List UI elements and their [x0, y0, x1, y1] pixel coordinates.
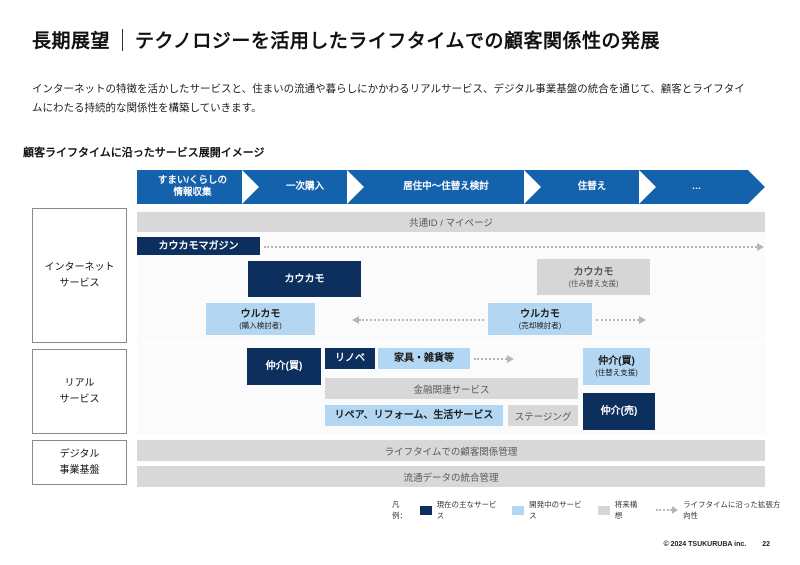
legend-item-current: 現在の主なサービス — [419, 499, 499, 521]
legend: 凡例： 現在の主なサービス 開発中のサービス 将来構想 ライフタイムに沿った拡張… — [392, 499, 800, 521]
phase-label-4: … — [691, 181, 702, 193]
arrow-tip-right — [672, 506, 679, 514]
legend-arrow-icon — [656, 506, 679, 514]
bar-lifetime-crm: ライフタイムでの顧客関係管理 — [137, 440, 765, 461]
legend-item-developing: 開発中のサービス — [512, 499, 584, 521]
box-urukamo-buyer[interactable]: ウルカモ (購入検討者) — [206, 303, 315, 335]
lead-paragraph: インターネットの特徴を活かしたサービスと、住まいの流通や暮らしにかかわるリアルサ… — [32, 83, 745, 115]
phase-label-3: 住替え — [577, 181, 607, 193]
phase-label-1: 一次購入 — [285, 181, 324, 193]
row-label-real: リアル サービス — [32, 349, 127, 434]
box-furniture[interactable]: 家具・雑貨等 — [378, 348, 470, 369]
arrow-tip-right — [507, 354, 514, 363]
legend-text-expansion: ライフタイムに沿った拡張方向性 — [683, 500, 781, 520]
box-staging[interactable]: ステージング — [508, 405, 578, 426]
page-title-right: テクノロジーを活用したライフタイムでの顧客関係性の発展 — [135, 31, 660, 52]
arrow-tip-right — [757, 242, 764, 251]
row-label-real-line2: サービス — [59, 393, 100, 405]
legend-item-expansion: ライフタイムに沿った拡張方向性 — [656, 499, 786, 521]
page-title-left: 長期展望 — [32, 31, 111, 52]
legend-swatch-gray — [597, 505, 610, 515]
box-kaukamo-magazine-label: カウカモマガジン — [158, 240, 239, 252]
box-chukai-buy[interactable]: 仲介(買) — [247, 348, 321, 385]
row-label-internet-line1: インターネット — [44, 262, 115, 273]
legend-text-developing: 開発中のサービス — [529, 500, 582, 520]
box-kaukamo-move-support[interactable]: カウカモ (住み替え支援) — [537, 259, 650, 295]
title-divider — [122, 28, 124, 51]
box-furniture-label: 家具・雑貨等 — [394, 353, 454, 364]
box-chukai-buy-move-support-label: 仲介(買) — [598, 356, 635, 368]
phase-label-2: 居住中〜住替え検討 — [403, 181, 489, 193]
box-chukai-sell[interactable]: 仲介(売) — [583, 393, 655, 430]
box-chukai-sell-label: 仲介(売) — [600, 406, 638, 417]
row-label-real-line1: リアル — [64, 378, 95, 389]
box-urukamo-seller-sub: (売却検討者) — [518, 320, 562, 330]
bar-finance-services: 金融関連サービス — [325, 378, 578, 399]
box-kaukamo[interactable]: カウカモ — [248, 261, 361, 297]
arrow-line — [596, 318, 639, 321]
legend-text-future: 将来構想 — [614, 500, 638, 520]
phase-label-0-line2: 情報収集 — [173, 187, 212, 198]
box-chukai-buy-move-support-sub: (住替え支援) — [595, 368, 638, 378]
arrow-line — [656, 509, 673, 511]
phase-notch-0 — [242, 170, 259, 204]
phase-notch-1 — [347, 170, 364, 204]
common-id-bar: 共通ID / マイページ — [137, 212, 765, 232]
phase-bar: すまい/くらしの 情報収集 一次購入 居住中〜住替え検討 住替え … — [137, 170, 765, 204]
arrow-tip-left — [352, 315, 359, 324]
box-chukai-buy-label: 仲介(買) — [265, 361, 303, 372]
box-kaukamo-move-support-label: カウカモ — [573, 266, 614, 278]
row-label-digital-line2: 事業基盤 — [59, 464, 100, 476]
section-label: 顧客ライフタイムに沿ったサービス展開イメージ — [23, 147, 265, 159]
box-renove-label: リノベ — [335, 353, 365, 364]
arrow-urukamo-left — [352, 315, 484, 324]
row-label-internet: インターネット サービス — [32, 208, 127, 343]
bar-repair-reform-life[interactable]: リペア、リフォーム、生活サービス — [325, 405, 503, 426]
legend-swatch-navy — [419, 505, 432, 515]
box-chukai-buy-move-support[interactable]: 仲介(買) (住替え支援) — [583, 348, 650, 385]
box-kaukamo-magazine[interactable]: カウカモマガジン — [137, 237, 260, 255]
box-urukamo-buyer-sub: (購入検討者) — [239, 320, 282, 330]
phase-item-0[interactable]: すまい/くらしの 情報収集 — [137, 170, 274, 204]
box-urukamo-seller[interactable]: ウルカモ (売却検討者) — [488, 303, 592, 335]
phase-item-3[interactable]: 住替え — [539, 170, 671, 204]
footer: © 2024 TSUKURUBA inc. 22 — [664, 541, 771, 548]
row-label-internet-line2: サービス — [59, 277, 100, 289]
phase-item-2[interactable]: 居住中〜住替え検討 — [362, 170, 556, 204]
bar-data-integration: 流通データの統合管理 — [137, 466, 765, 487]
box-kaukamo-move-support-sub: (住み替え支援) — [568, 278, 619, 288]
legend-text-current: 現在の主なサービス — [436, 500, 497, 520]
arrow-tip-right — [639, 315, 646, 324]
legend-label: 凡例： — [392, 500, 407, 520]
phase-notch-2 — [524, 170, 541, 204]
bar-repair-reform-life-label: リペア、リフォーム、生活サービス — [334, 410, 494, 421]
footer-copyright: © 2024 TSUKURUBA inc. — [663, 541, 747, 548]
service-diagram: すまい/くらしの 情報収集 一次購入 居住中〜住替え検討 住替え … — [0, 166, 800, 496]
arrow-magazine-right — [264, 242, 764, 251]
phase-item-1[interactable]: 一次購入 — [257, 170, 379, 204]
arrow-line — [474, 357, 507, 360]
arrow-line — [359, 318, 484, 321]
box-renove[interactable]: リノベ — [325, 348, 375, 369]
phase-notch-3 — [639, 170, 656, 204]
phase-label-0-line1: すまい/くらしの — [157, 175, 228, 187]
arrow-line — [264, 245, 757, 248]
arrow-furniture-right — [474, 354, 514, 363]
row-label-digital-line1: デジタル — [59, 449, 100, 460]
arrow-urukamo-right — [596, 315, 646, 324]
legend-item-future: 将来構想 — [597, 499, 642, 521]
box-kaukamo-label: カウカモ — [284, 273, 325, 285]
legend-swatch-light-blue — [512, 505, 525, 515]
page-number: 22 — [762, 541, 770, 548]
page-title: 長期展望 テクノロジーを活用したライフタイムでの顧客関係性の発展 — [32, 26, 660, 53]
row-label-digital: デジタル 事業基盤 — [32, 440, 127, 485]
box-urukamo-seller-label: ウルカモ — [520, 308, 560, 320]
box-urukamo-buyer-label: ウルカモ — [240, 308, 281, 320]
